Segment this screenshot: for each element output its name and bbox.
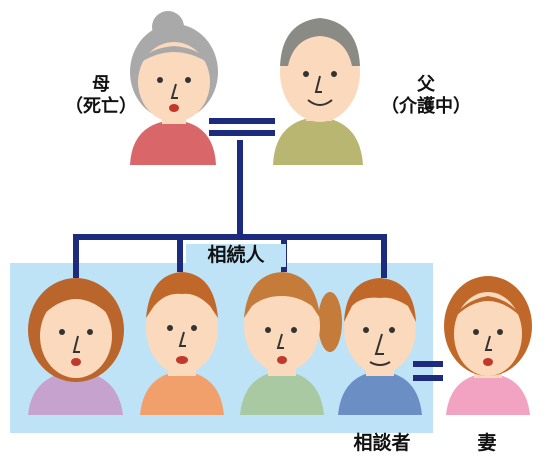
- heirs-label: 相続人: [186, 244, 286, 267]
- tree-lines: [73, 118, 443, 381]
- consultant-figure: [338, 278, 422, 415]
- consultant-label: 相談者: [353, 432, 411, 454]
- wife-figure: [444, 276, 532, 415]
- mother-status: （死亡）: [65, 95, 137, 117]
- father-figure: [273, 18, 363, 165]
- heir-1-figure: [28, 278, 124, 415]
- mother-label: 母 （死亡）: [56, 74, 146, 117]
- heir-3-figure: [240, 272, 342, 415]
- heir-2-figure: [140, 272, 224, 415]
- father-status: （介護中）: [381, 95, 471, 117]
- mother-figure: [130, 11, 218, 165]
- wife-label: 妻: [477, 432, 497, 454]
- father-label: 父 （介護中）: [366, 74, 486, 117]
- mother-name: 母: [92, 74, 110, 95]
- father-name: 父: [417, 74, 435, 95]
